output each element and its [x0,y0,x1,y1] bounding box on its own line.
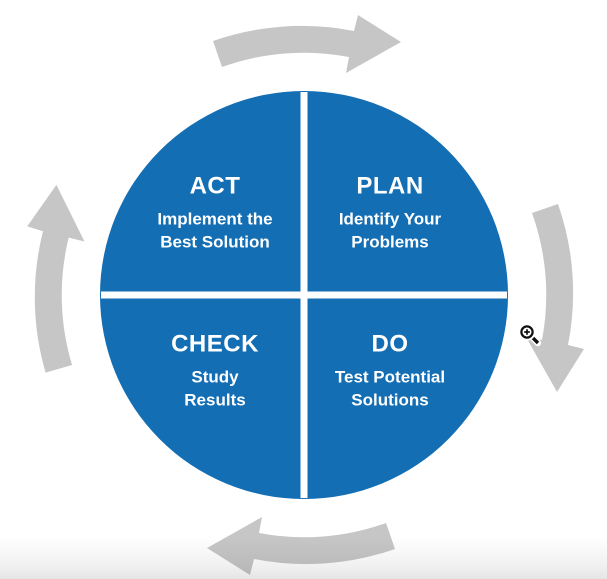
cycle-arrow-bottom-icon [207,517,395,575]
cycle-arrow-top-icon [213,15,401,73]
cycle-arrow-right-icon [526,204,584,392]
quadrant-dividers [101,92,507,498]
horizontal-divider [101,291,507,299]
cycle-arrow-left-icon [19,183,88,375]
zoom-in-cursor-icon [518,323,542,347]
